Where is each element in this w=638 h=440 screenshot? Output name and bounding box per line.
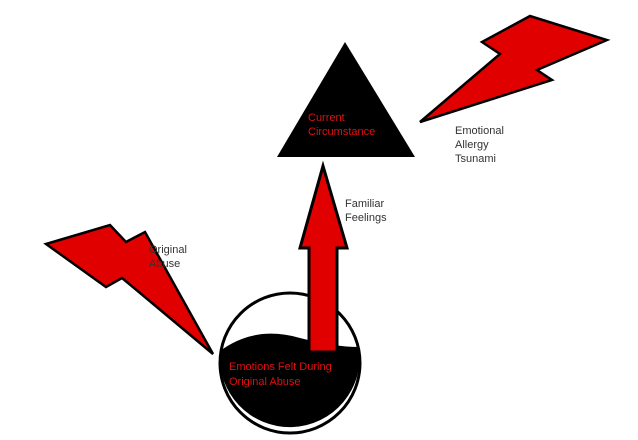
lightning-bolt-left <box>43 223 215 355</box>
arrow-label: Familiar Feelings <box>345 198 387 224</box>
current-circumstance-triangle <box>277 42 415 157</box>
triangle-label: Current Circumstance <box>308 112 375 138</box>
bolt-left-label: Original Abuse <box>149 244 190 270</box>
emotion-pool-fill <box>219 333 360 428</box>
lightning-bolt-right <box>419 14 611 124</box>
circle-label: Emotions Felt During Original Abuse <box>229 361 335 388</box>
bolt-right-label: Emotional Allergy Tsunami <box>455 125 507 165</box>
familiar-feelings-arrow <box>298 160 350 354</box>
